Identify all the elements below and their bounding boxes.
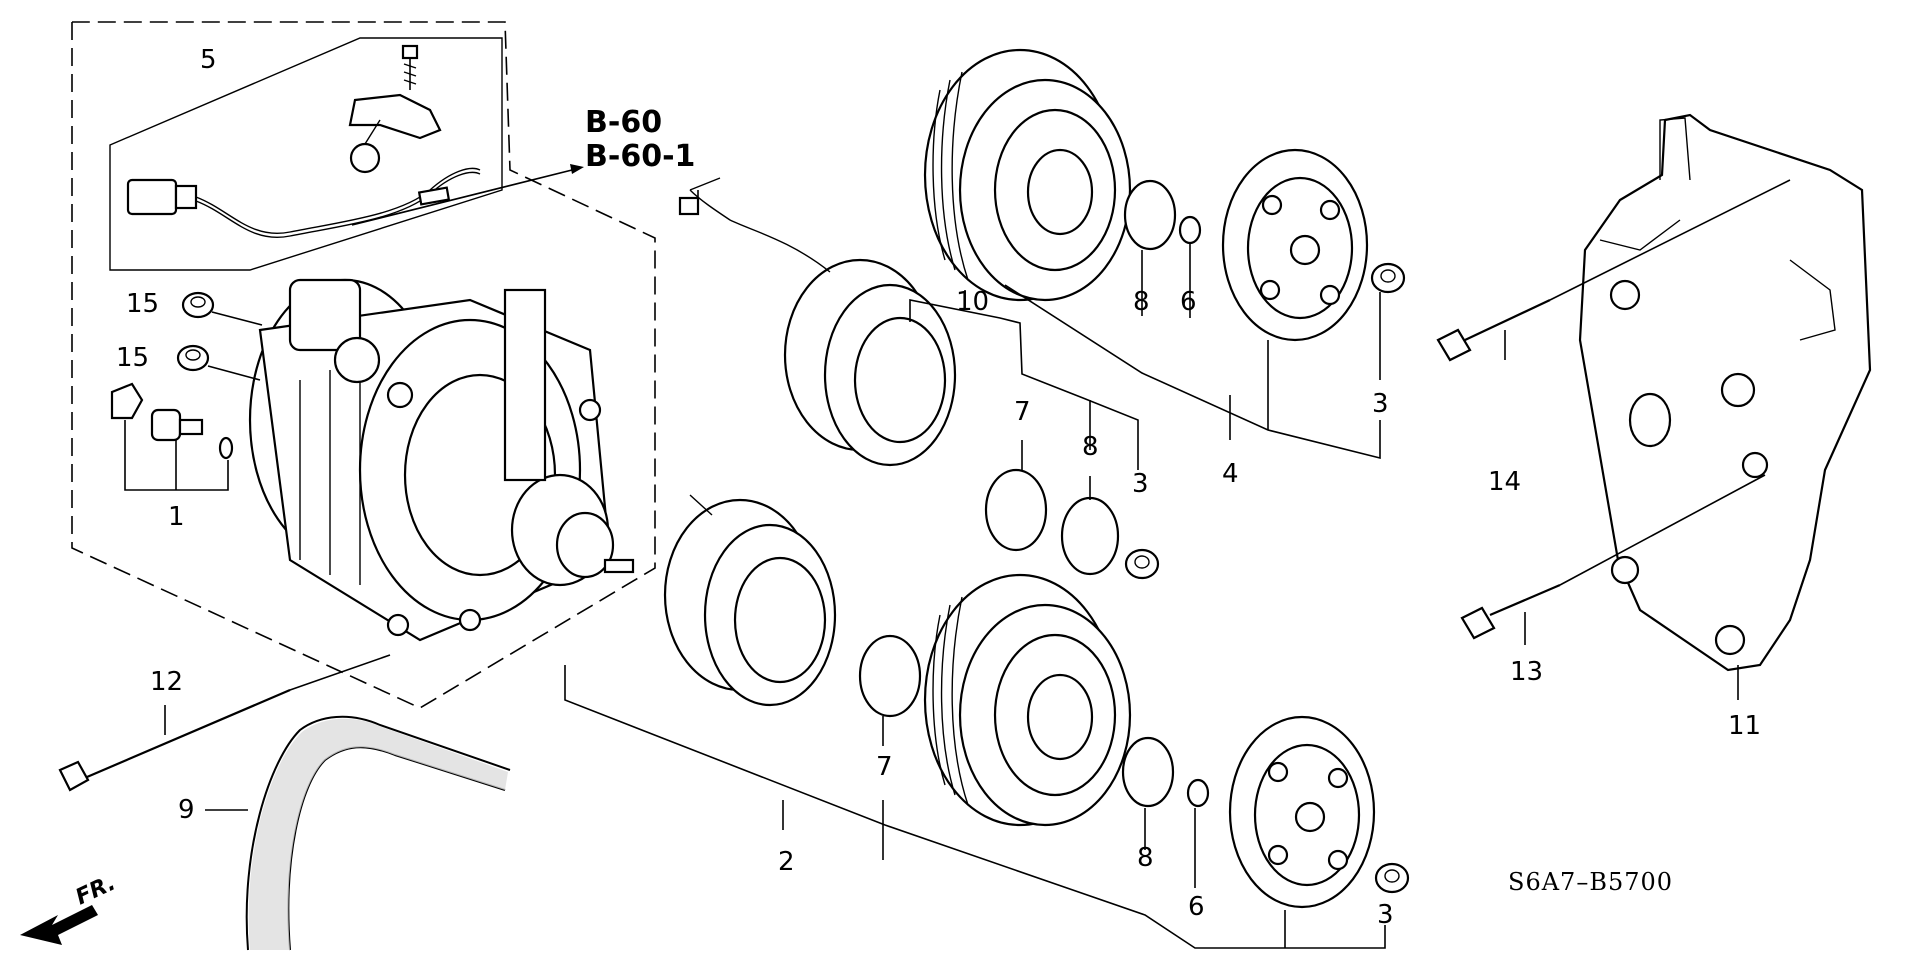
field-coil-upper [678,177,957,467]
callout-6-upper: 6 [1180,287,1197,317]
callout-5: 5 [200,45,217,75]
snap-ring-7-lower [858,634,922,746]
long-bolt-12 [58,654,391,792]
callout-4: 4 [1222,459,1239,489]
nut-15-upper [181,291,263,326]
callout-13: 13 [1510,657,1543,687]
compressor-bracket-11 [1578,113,1872,700]
front-marker-label: FR. [72,871,119,911]
callout-14: 14 [1488,467,1521,497]
callout-7-upper: 7 [1014,397,1031,427]
bolt-13 [1460,474,1766,645]
snap-ring-8-lower [1121,736,1175,808]
callout-10: 10 [956,287,989,317]
field-coil-lower [663,494,837,707]
callout-2: 2 [778,847,795,877]
callout-3-middle: 3 [1132,469,1149,499]
callout-3-upper: 3 [1372,389,1389,419]
diagram-code: S6A7–B5700 [1508,868,1673,896]
callout-11: 11 [1728,711,1761,741]
callout-1: 1 [168,502,185,532]
callout-3-lower: 3 [1377,900,1394,930]
callout-7-lower: 7 [876,752,893,782]
leader-lines-10 [909,290,1139,470]
callout-8-upper: 8 [1133,287,1150,317]
callout-12: 12 [150,667,183,697]
shim-6-lower [1186,778,1210,808]
ref-label-b60: B-60 [585,105,662,140]
nut-15-lower [176,344,261,381]
nut-3-upper [1370,262,1406,294]
callout-8-middle: 8 [1082,432,1099,462]
clutch-plate-upper [1221,148,1369,342]
reference-arrow [351,164,584,226]
front-direction-arrow [20,905,98,945]
compressor-body [248,278,635,642]
pulley-lower [923,573,1132,827]
callout-6-lower: 6 [1188,892,1205,922]
nut-3-middle [1124,548,1160,580]
ref-label-b60-1: B-60-1 [585,139,695,174]
drive-belt-9 [205,715,511,951]
compressor-group-outline [71,21,656,709]
snap-ring-8-upper [1123,179,1177,251]
shim-6-upper [1178,215,1202,245]
snap-ring-7-upper [984,440,1048,552]
harness-subassembly-box [109,37,503,271]
clutch-plate-lower [1228,715,1376,909]
nut-3-lower [1374,862,1410,894]
callout-8-lower: 8 [1137,843,1154,873]
snap-ring-8-middle [1060,476,1120,576]
leader-lines-4 [1004,242,1381,460]
callout-9: 9 [178,795,195,825]
callout-15-upper: 15 [126,289,159,319]
relief-valve-parts [110,382,234,491]
callout-15-lower: 15 [116,343,149,373]
pulley-upper [923,48,1132,302]
bolt-14 [1436,179,1791,362]
leader-lines-2 [564,665,1386,949]
